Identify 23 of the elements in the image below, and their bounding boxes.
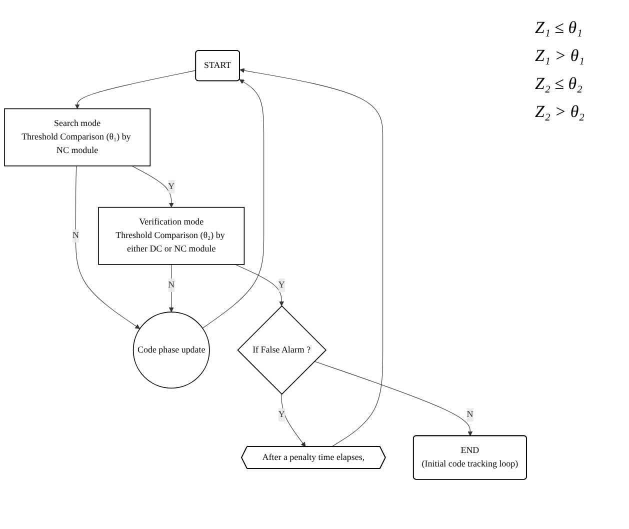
arrow (240, 68, 384, 447)
condition-label: Z₂ > θ₂ (535, 102, 586, 122)
node-circle: Code phase update (132, 311, 210, 388)
edge-label: Y (278, 280, 285, 290)
arrow (234, 264, 284, 306)
edge-label: Y (278, 409, 285, 419)
arrow (314, 360, 473, 436)
edge-label: N (168, 280, 175, 290)
arrow (74, 70, 196, 109)
condition-label: Z₁ ≤ θ₁ (535, 18, 584, 38)
arrow (202, 78, 264, 328)
edge-label: N (466, 409, 474, 419)
condition-label: Z₁ > θ₁ (535, 46, 586, 66)
arrow (132, 165, 174, 208)
arrow (75, 165, 140, 329)
edge-label: N (72, 230, 79, 240)
arrow (281, 394, 306, 447)
edge-label: Y (168, 181, 175, 191)
condition-label: Z₂ ≤ θ₂ (535, 74, 584, 94)
arrow (168, 264, 174, 312)
node-diamond: If False Alarm ? (237, 304, 327, 394)
node-box: Search mode Threshold Comparison (θ₁) by NC module (4, 108, 151, 166)
node-box: Verification mode Threshold Comparison (θ₂) by either DC or NC module (98, 206, 245, 264)
